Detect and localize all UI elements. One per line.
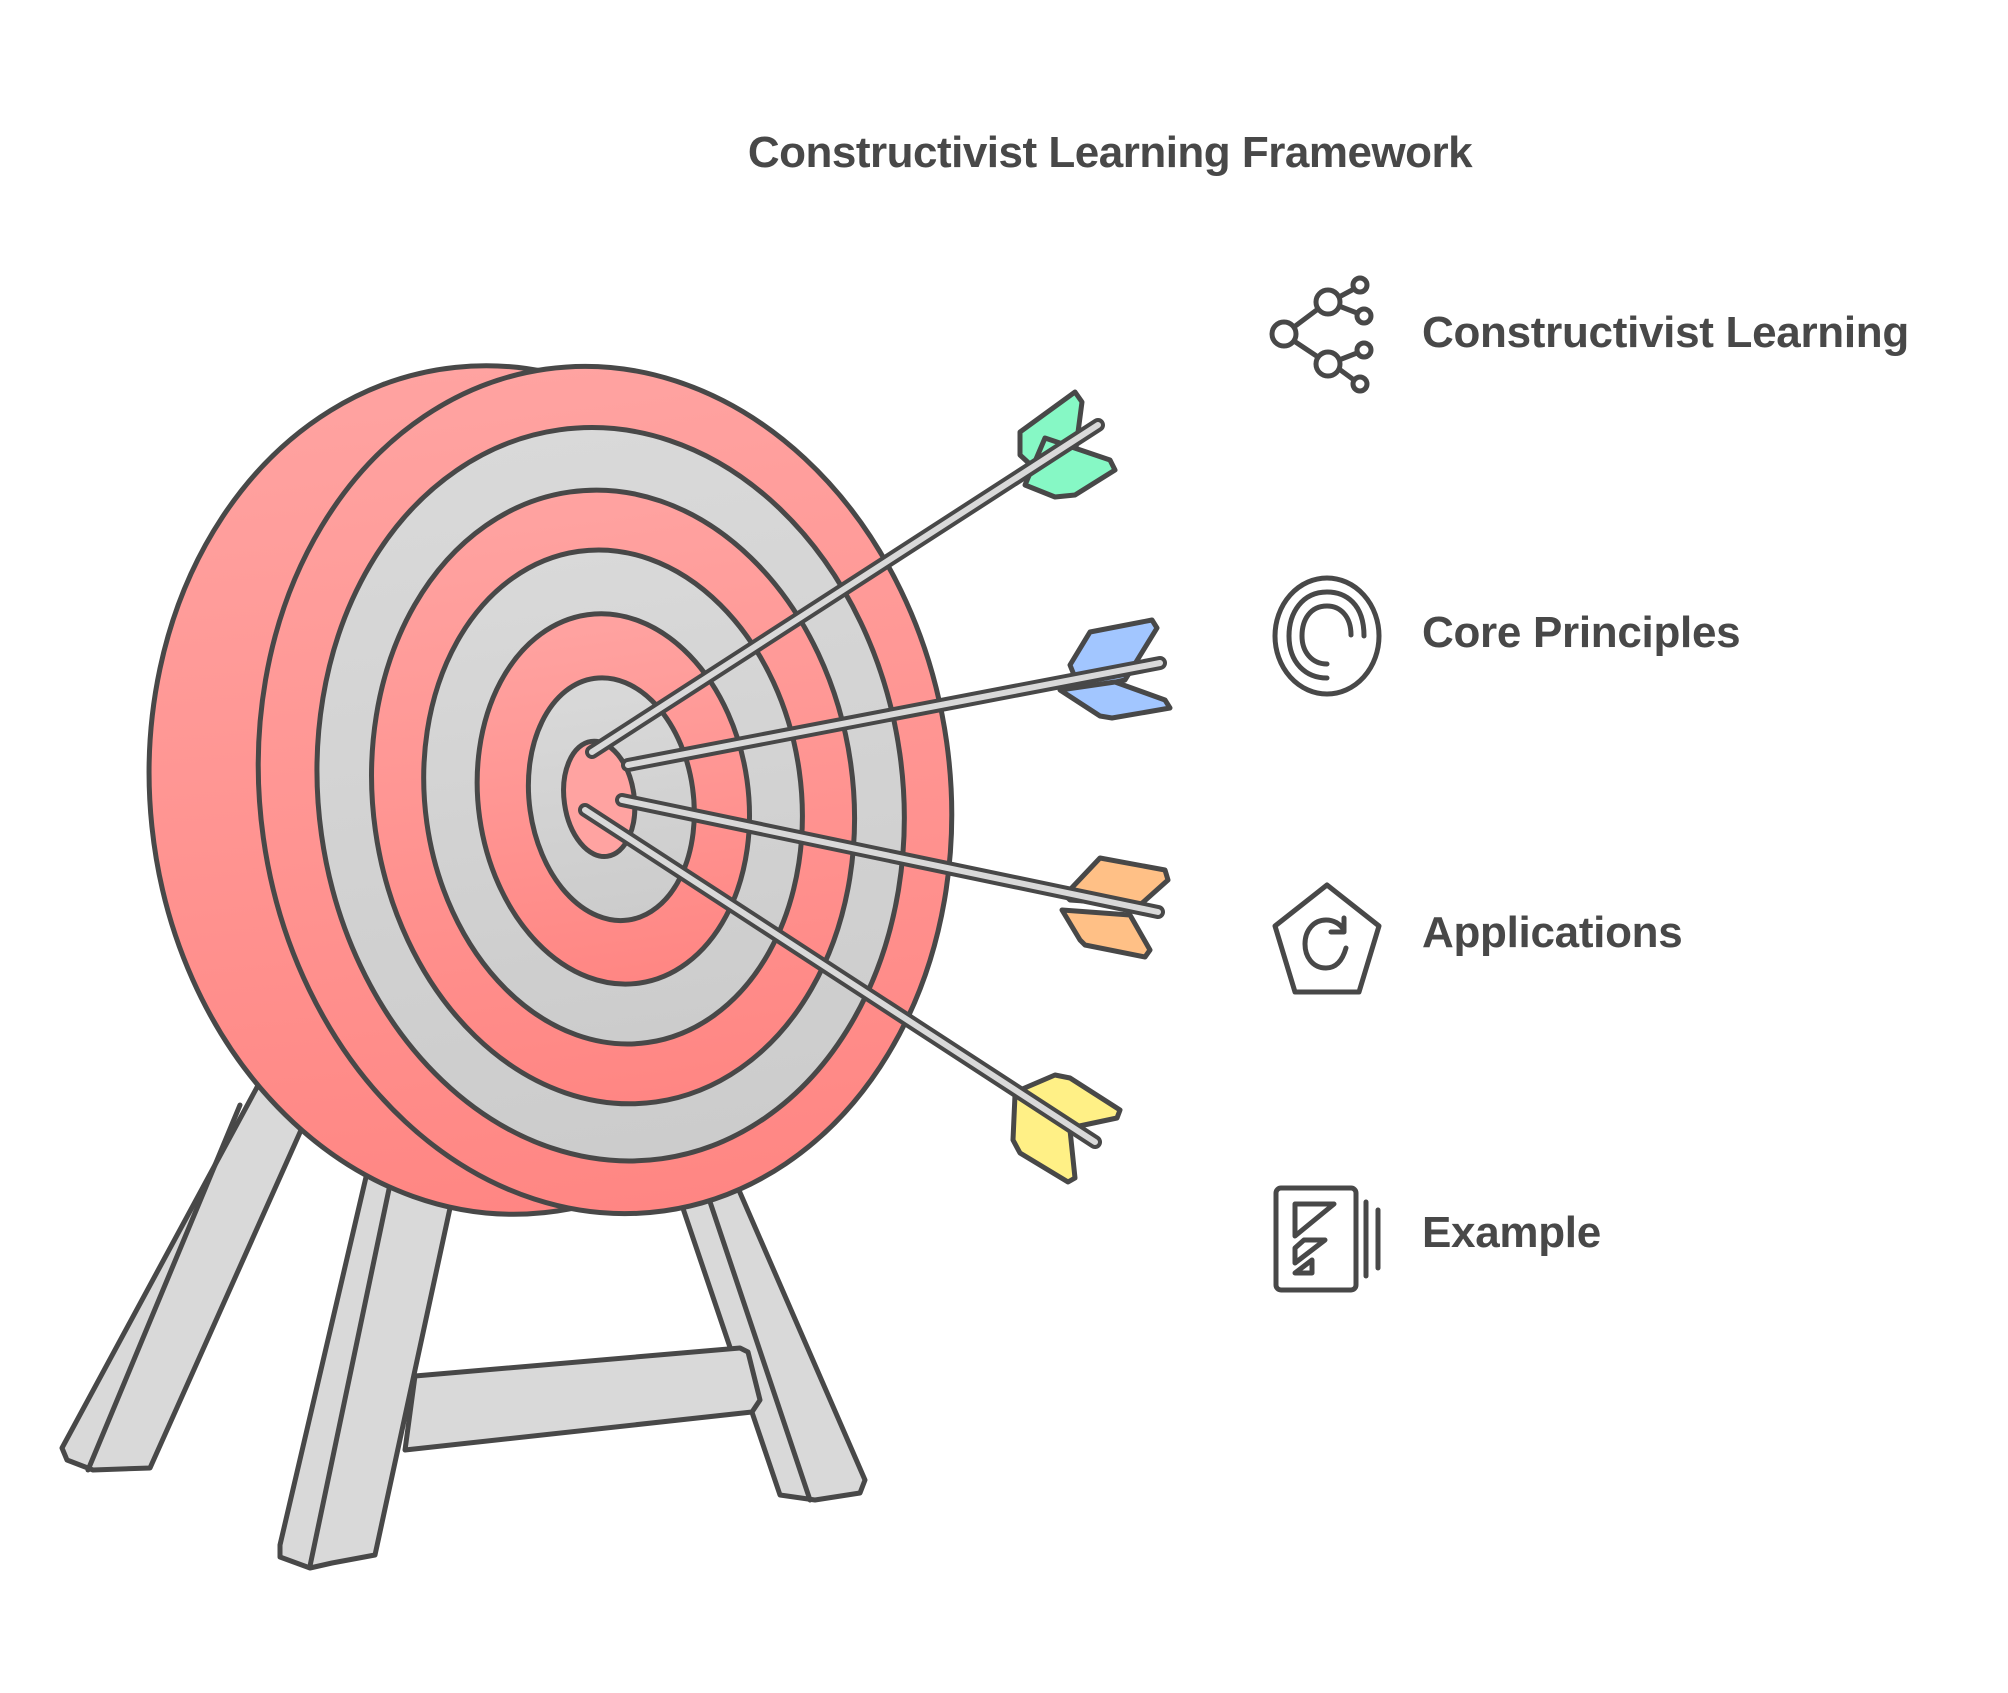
item-applications: Applications — [1262, 868, 1683, 998]
item-label: Applications — [1422, 908, 1683, 957]
item-core-principles: Core Principles — [1262, 568, 1741, 698]
pentagon-refresh-icon — [1272, 882, 1382, 995]
item-label: Constructivist Learning — [1422, 308, 1909, 357]
stand-legs — [59, 1075, 868, 1571]
item-example: Example — [1262, 1168, 1601, 1298]
network-nodes-icon — [1269, 275, 1374, 394]
arrow-yellow — [578, 803, 1123, 1185]
item-label: Example — [1422, 1208, 1601, 1257]
target-rings — [255, 363, 955, 1217]
arrow-green — [585, 389, 1118, 759]
arrow-blue — [621, 617, 1173, 772]
item-label: Core Principles — [1422, 608, 1741, 657]
arrow-orange — [615, 793, 1171, 960]
item-constructivist-learning: Constructivist Learning — [1262, 268, 1909, 398]
concentric-spiral-icon — [1272, 575, 1382, 697]
diagram-title: Constructivist Learning Framework — [747, 128, 1473, 177]
document-stack-icon — [1273, 1185, 1381, 1293]
